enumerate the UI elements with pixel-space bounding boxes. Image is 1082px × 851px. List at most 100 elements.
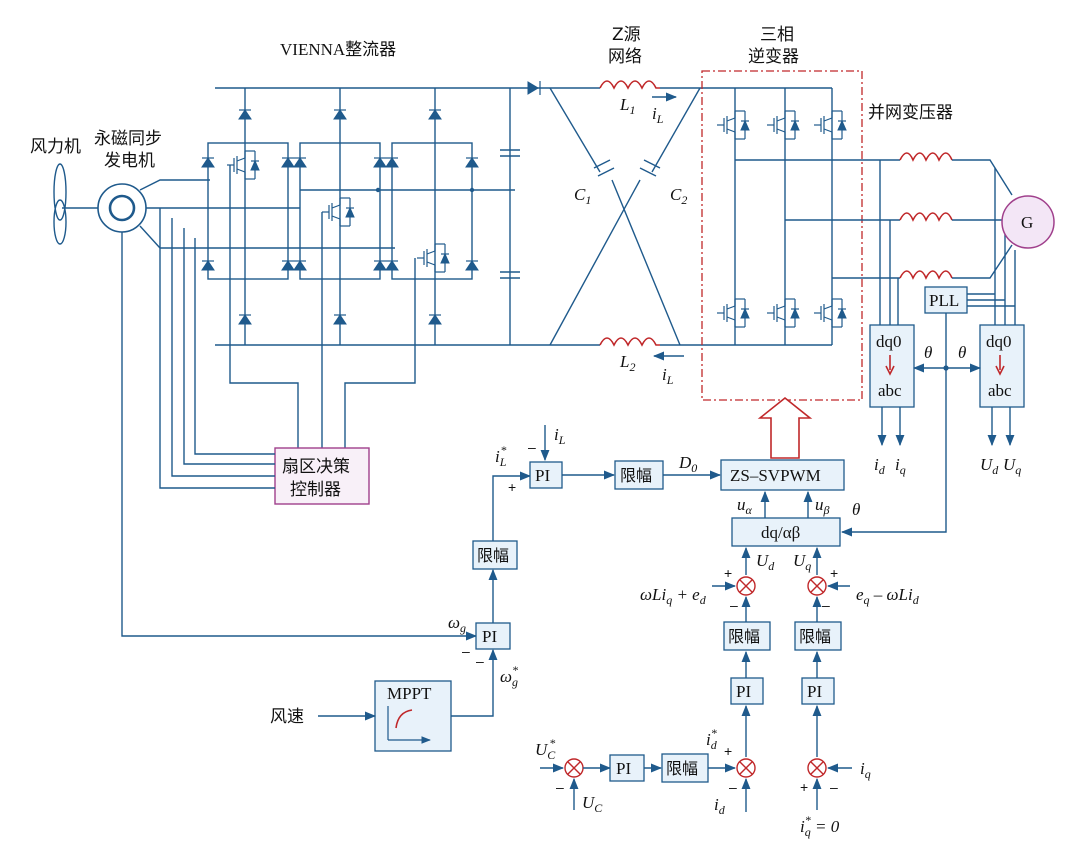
pi-q-block bbox=[801, 677, 835, 705]
limiter-dc-label: 限幅 bbox=[666, 759, 698, 778]
limiter-dc-block bbox=[661, 753, 709, 783]
il-feedback-label: iL bbox=[554, 425, 566, 447]
d0-label: D0 bbox=[678, 453, 697, 475]
iq-out-label: iq bbox=[895, 455, 906, 477]
theta-left: θ bbox=[924, 343, 932, 362]
pmsg-generator bbox=[97, 183, 147, 233]
inverter-label-2: 逆变器 bbox=[748, 47, 799, 67]
mppt-label: MPPT bbox=[387, 684, 432, 703]
uq-minus: – bbox=[822, 597, 830, 613]
pi-dc-label: PI bbox=[616, 759, 631, 778]
sum-q-current bbox=[807, 758, 827, 778]
zsource-label-2: 网络 bbox=[608, 47, 642, 67]
sum-d-voltage bbox=[736, 576, 756, 596]
svpwm-to-inverter-arrow bbox=[757, 396, 813, 459]
omega-star-minus: – bbox=[476, 653, 484, 669]
sector-controller-block bbox=[274, 447, 370, 505]
zsource-label-1: Z源 bbox=[612, 25, 641, 45]
limiter-speed-label: 限幅 bbox=[477, 546, 509, 565]
omega-g-label: ωg bbox=[448, 613, 466, 635]
uc-feedback-label: UC bbox=[582, 793, 603, 815]
id-star-label: id* bbox=[706, 726, 718, 752]
z-source-network bbox=[527, 80, 735, 361]
uq-out-label: Uq bbox=[1003, 455, 1021, 477]
pi-q-label: PI bbox=[807, 682, 822, 701]
pi-d-block bbox=[730, 677, 764, 705]
uc-minus: – bbox=[556, 779, 564, 795]
il-top-label: iL bbox=[652, 104, 664, 126]
sum-dc-voltage bbox=[564, 758, 584, 778]
ff-q-plus: + bbox=[830, 565, 838, 581]
il-feedback-minus: – bbox=[528, 439, 536, 455]
ff-q-label: eq – ωLid bbox=[856, 585, 920, 607]
l2-label: L2 bbox=[619, 352, 635, 374]
wind-speed-label: 风速 bbox=[270, 707, 304, 727]
sector-controller-inputs bbox=[159, 208, 275, 489]
u-beta-label: uβ bbox=[815, 495, 830, 517]
omega-minus-sign: – bbox=[462, 643, 470, 659]
limiter-d-block bbox=[723, 621, 771, 651]
pi-dc-block bbox=[609, 754, 645, 782]
uq-label: Uq bbox=[793, 551, 811, 573]
limiter-q-label: 限幅 bbox=[799, 627, 831, 646]
svpwm-block bbox=[720, 459, 845, 491]
c2-label: C2 bbox=[670, 185, 687, 207]
sector-label-1: 扇区决策 bbox=[282, 457, 350, 477]
dq0-voltage-top: dq0 bbox=[986, 332, 1012, 351]
iq-star-zero-label: iq* = 0 bbox=[800, 813, 840, 839]
dq0-current-top: dq0 bbox=[876, 332, 902, 351]
pi-d-label: PI bbox=[736, 682, 751, 701]
limiter-current-block bbox=[614, 460, 664, 490]
id-feedback-label: id bbox=[714, 795, 726, 817]
ff-d-label: ωLiq + ed bbox=[640, 585, 707, 607]
ud-minus: – bbox=[730, 597, 738, 613]
ff-d-plus: + bbox=[724, 565, 732, 581]
limiter-q-block bbox=[794, 621, 842, 651]
il-star-plus: + bbox=[508, 479, 516, 495]
id-star-plus: + bbox=[724, 743, 732, 759]
three-phase-inverter bbox=[716, 87, 900, 346]
dq0-block-voltage bbox=[979, 324, 1025, 408]
iq-minus: – bbox=[830, 779, 838, 795]
c1-label: C1 bbox=[574, 185, 591, 207]
pi-current-label: PI bbox=[535, 466, 550, 485]
theta-dq-label: θ bbox=[852, 500, 860, 519]
id-out-label: id bbox=[874, 455, 886, 477]
wind-turbine bbox=[53, 163, 100, 245]
limiter-speed-block bbox=[472, 540, 518, 570]
inverter-label-1: 三相 bbox=[760, 25, 794, 45]
grid-generator: G bbox=[1001, 195, 1055, 249]
limiter-d-label: 限幅 bbox=[728, 627, 760, 646]
pll-label: PLL bbox=[929, 291, 959, 310]
vienna-label: VIENNA整流器 bbox=[280, 40, 396, 59]
dq-alphabeta-label: dq/αβ bbox=[761, 523, 800, 542]
ud-out-label: Ud bbox=[980, 455, 999, 477]
sum-d-current bbox=[736, 758, 756, 778]
uc-star-label: UC* bbox=[535, 736, 556, 762]
grid-transformer bbox=[879, 152, 1016, 325]
il-bottom-label: iL bbox=[662, 365, 674, 387]
pi-speed-label: PI bbox=[482, 627, 497, 646]
pi-current-block bbox=[529, 461, 563, 489]
grid-generator-label: G bbox=[1021, 213, 1033, 232]
dq-alphabeta-block bbox=[731, 517, 841, 547]
il-star-label: iL* bbox=[495, 443, 507, 469]
dq0-voltage-bottom: abc bbox=[988, 381, 1012, 400]
id-minus: – bbox=[729, 779, 737, 795]
svpwm-label: ZS–SVPWM bbox=[730, 466, 821, 485]
iq-star-plus: + bbox=[800, 779, 808, 795]
theta-right: θ bbox=[958, 343, 966, 362]
grid-transformer-label: 并网变压器 bbox=[868, 103, 953, 123]
u-alpha-label: uα bbox=[737, 495, 753, 517]
sum-q-voltage bbox=[807, 576, 827, 596]
inverter-boundary bbox=[701, 70, 863, 401]
omega-g-star-label: ωg* bbox=[500, 663, 518, 689]
iq-feedback-label: iq bbox=[860, 759, 871, 781]
l1-label: L1 bbox=[619, 95, 635, 117]
ud-label: Ud bbox=[756, 551, 775, 573]
vienna-rectifier bbox=[201, 87, 560, 448]
limiter-current-label: 限幅 bbox=[620, 466, 652, 485]
wind-turbine-label: 风力机 bbox=[30, 137, 81, 157]
pmsg-label-2: 发电机 bbox=[104, 151, 155, 171]
